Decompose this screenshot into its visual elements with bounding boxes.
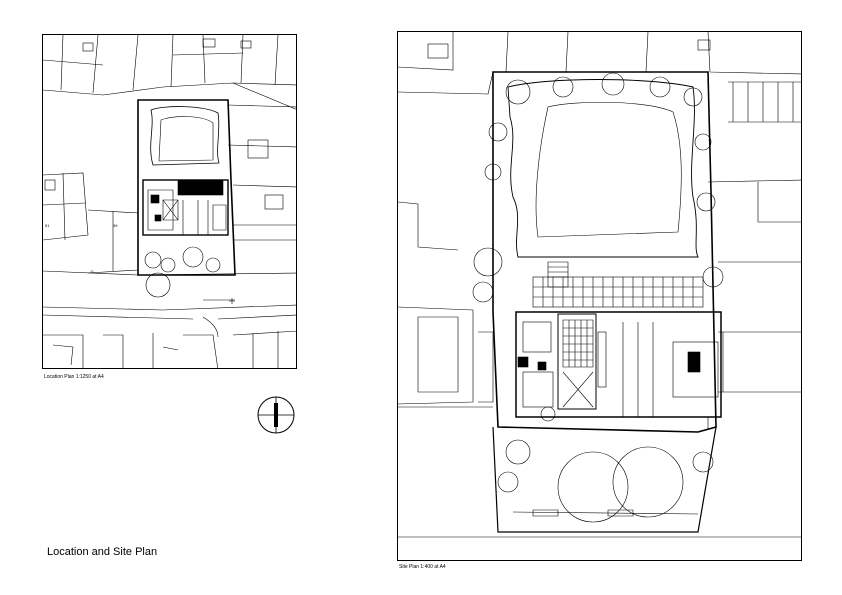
- site-plan-drawing: [398, 32, 801, 538]
- location-plan-caption: Location Plan 1:1250 at A4: [44, 374, 104, 380]
- location-plan-drawing: 11 51 39: [43, 35, 296, 368]
- sheet-title: Location and Site Plan: [47, 546, 158, 558]
- site-plan-caption: Site Plan 1:400 at A4: [399, 564, 446, 570]
- plot-label-39: 39: [113, 223, 118, 228]
- plot-label-51: 51: [45, 223, 50, 228]
- north-point-icon: [257, 396, 295, 434]
- plot-label-11: 11: [90, 269, 95, 274]
- site-plan-frame: [397, 31, 802, 561]
- location-plan-frame: 11 51 39: [42, 34, 297, 369]
